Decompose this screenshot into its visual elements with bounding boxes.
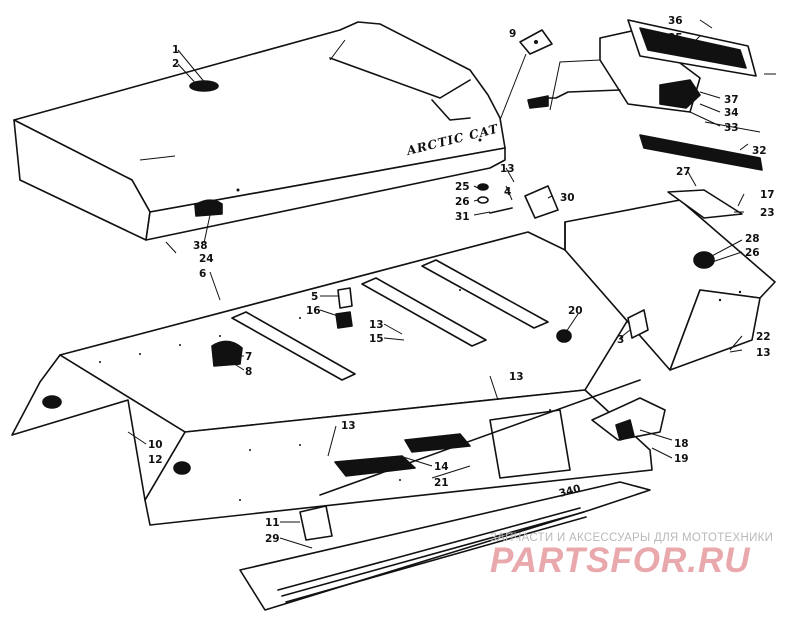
callout-28: 28 [745,233,760,245]
callout-37: 37 [724,94,739,106]
watermark: ЗАПЧАСТИ И АКСЕССУАРЫ ДЛЯ МОТОТЕХНИКИ PA… [490,532,773,580]
callout-9: 9 [509,28,516,40]
callout-15: 15 [369,333,384,345]
callout-34: 34 [724,107,739,119]
watermark-subtitle: ЗАПЧАСТИ И АКСЕССУАРЫ ДЛЯ МОТОТЕХНИКИ [490,532,773,544]
callout-23: 23 [760,207,775,219]
callout-17: 17 [760,189,775,201]
callout-10: 10 [148,439,163,451]
callout-13-d: 13 [341,420,356,432]
callout-31: 31 [455,211,470,223]
callout-29: 29 [265,533,280,545]
callout-32: 32 [752,145,767,157]
callout-11: 11 [265,517,280,529]
watermark-site: PARTSFOR.RU [490,541,751,580]
callout-5: 5 [311,291,318,303]
taillight-assembly [527,19,763,219]
callout-13-b: 13 [369,319,384,331]
callout-6: 6 [199,268,206,280]
callout-16: 16 [306,305,321,317]
callout-30: 30 [560,192,575,204]
callout-18: 18 [674,438,689,450]
seat-latch-hardware [211,29,666,541]
seat-base-pan [11,231,661,526]
callout-36: 36 [668,15,683,27]
callout-33: 33 [724,122,739,134]
callout-3: 3 [617,334,624,346]
leader-lines [127,19,776,549]
callout-26-a: 26 [455,196,470,208]
callout-35: 35 [668,32,683,44]
callout-20: 20 [568,305,583,317]
callout-13-e: 13 [756,347,771,359]
callout-19: 19 [674,453,689,465]
callout-13-a: 13 [500,163,515,175]
callout-25: 25 [455,181,470,193]
callout-22: 22 [756,331,771,343]
decal-number-text: 340 [558,483,582,500]
callout-27: 27 [676,166,691,178]
callout-4: 4 [504,186,511,198]
callout-7: 7 [245,351,252,363]
callout-26-b: 26 [745,247,760,259]
callout-8: 8 [245,366,252,378]
seat-cushion: ARCTIC CAT [13,21,506,241]
callout-13-c: 13 [509,371,524,383]
side-decal-strip: 340 [239,481,651,611]
callout-2: 2 [172,58,179,70]
rear-bumper-panel [564,199,776,371]
callout-38: 38 [193,240,208,252]
callout-14: 14 [434,461,449,473]
callout-12: 12 [148,454,163,466]
callout-21: 21 [434,477,449,489]
callout-1: 1 [172,44,179,56]
callout-labels: 1 2 3 4 5 6 7 8 9 10 11 12 13 13 13 13 1… [148,15,775,545]
callout-24: 24 [199,253,214,265]
